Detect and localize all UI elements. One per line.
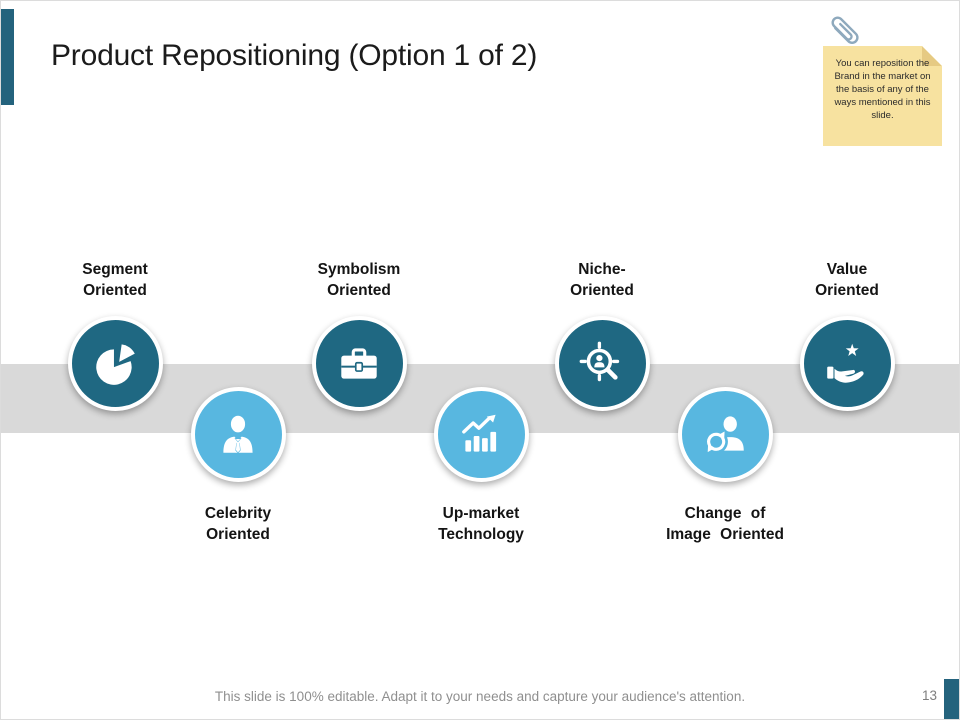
node-label-line1: Niche- (578, 261, 626, 278)
node-circle (677, 387, 773, 482)
node-label-line2: Oriented (815, 282, 879, 299)
node-label-line1: Change of (684, 505, 766, 522)
node-label: Niche- Oriented (570, 259, 634, 301)
image-change-icon (704, 415, 744, 454)
footer-note: This slide is 100% editable. Adapt it to… (214, 689, 746, 704)
title-accent-bar (1, 9, 14, 105)
businessman-icon (223, 415, 253, 453)
node-segment-oriented: Segment Oriented (25, 259, 205, 411)
sticky-note: You can reposition the Brand in the mark… (823, 46, 942, 146)
node-symbolism-oriented: Symbolism Oriented (269, 259, 449, 411)
node-label-line2: Oriented (327, 282, 391, 299)
node-label-line2: Oriented (206, 526, 270, 543)
node-circle (799, 316, 895, 411)
node-label-line2: Technology (438, 526, 524, 543)
node-circle (190, 387, 286, 482)
node-circle (67, 316, 163, 411)
pie-chart-icon (96, 343, 135, 385)
briefcase-icon (341, 347, 377, 379)
node-circle (554, 316, 650, 411)
node-label: Value Oriented (815, 259, 879, 301)
growth-chart-icon (462, 414, 497, 452)
node-label-line1: Segment (82, 261, 148, 278)
node-label-line2: Oriented (83, 282, 147, 299)
node-label-line1: Celebrity (204, 505, 272, 522)
node-label-line2: Oriented (570, 282, 634, 299)
node-circle (433, 387, 529, 482)
node-label: Celebrity Oriented (205, 503, 271, 545)
node-value-oriented: Value Oriented (757, 259, 937, 411)
node-label: Symbolism Oriented (318, 259, 401, 301)
page-title: Product Repositioning (Option 1 of 2) (51, 39, 538, 72)
page-number: 13 (921, 688, 937, 703)
node-circle (311, 316, 407, 411)
node-label: Change of Image Oriented (666, 503, 784, 545)
node-niche-oriented: Niche- Oriented (512, 259, 692, 411)
corner-accent-bar (944, 679, 959, 719)
paperclip-icon (829, 16, 859, 46)
node-change-of-image-oriented: Change of Image Oriented (635, 387, 815, 545)
node-label-line1: Value (826, 261, 868, 278)
node-label-line1: Symbolism (317, 261, 401, 278)
niche-search-icon (579, 341, 620, 381)
node-label-line1: Up-market (442, 505, 520, 522)
node-up-market-technology: Up-market Technology (391, 387, 571, 545)
node-celebrity-oriented: Celebrity Oriented (148, 387, 328, 545)
node-label: Up-market Technology (438, 503, 524, 545)
sticky-note-text: You can reposition the Brand in the mark… (834, 58, 931, 121)
node-label: Segment Oriented (82, 259, 147, 301)
node-label-line2: Image Oriented (666, 526, 784, 543)
hand-star-icon (827, 343, 864, 383)
